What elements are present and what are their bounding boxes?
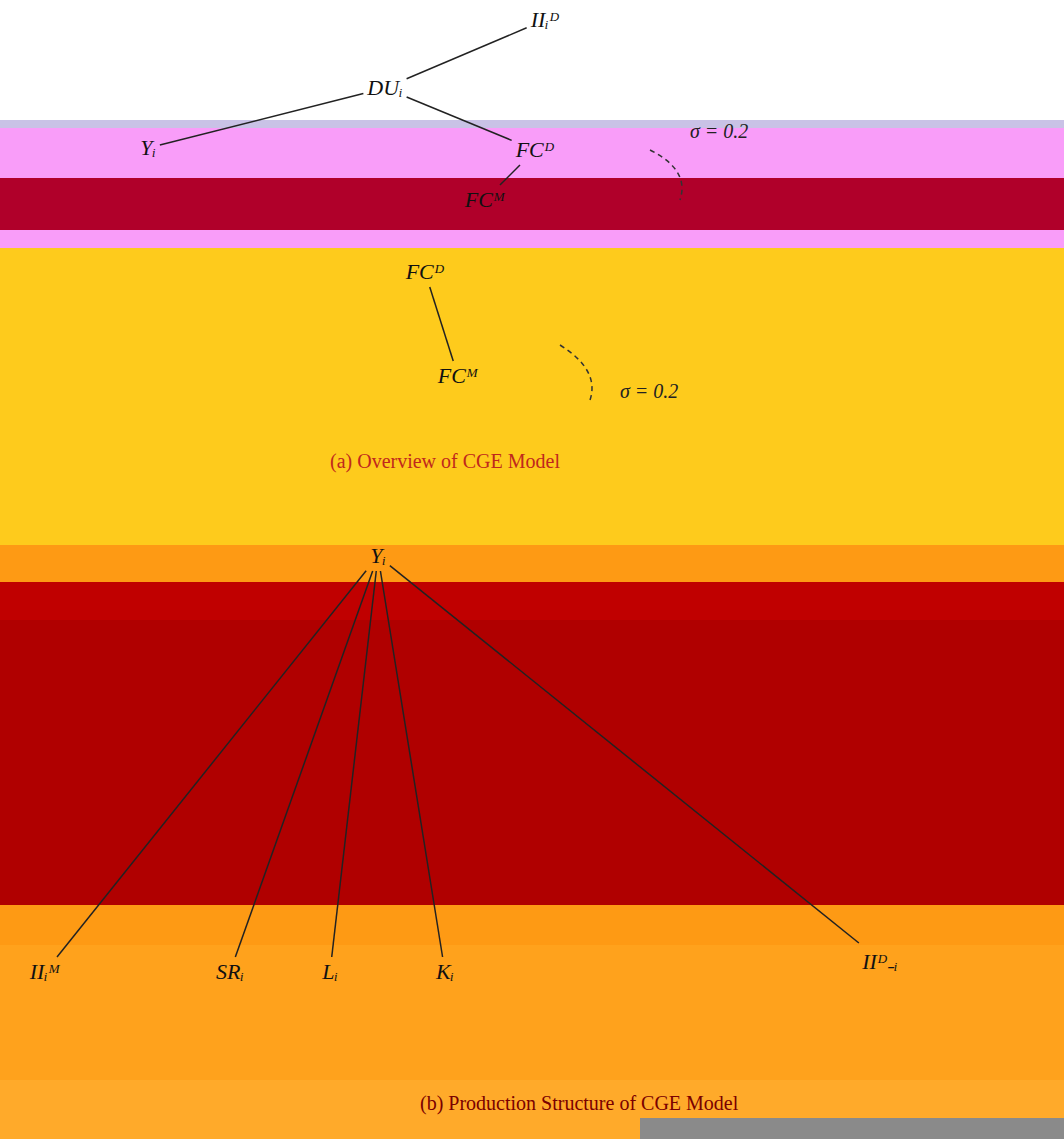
variable-node: Yᵢ [366,541,390,571]
variable-node: Yᵢ [136,133,160,163]
tree-branch [430,287,453,361]
variable-label: IIᵢᴰ [531,7,560,32]
variable-node: IIᵢᴹ [26,957,65,987]
variable-label: DUᵢ [367,75,402,100]
elasticity-label: σ = 0.2 [620,380,678,403]
tree-branch [500,165,520,185]
elasticity-label: σ = 0.2 [690,120,748,143]
variable-label: FCᴹ [465,187,506,212]
variable-label: Lᵢ [322,959,338,984]
variable-node: DUᵢ [363,73,406,103]
tree-branch [57,571,366,957]
tree-branch [160,93,364,145]
variable-node: IIᴰ₋ᵢ [858,943,902,977]
tree-branch [380,571,442,957]
tree-branch [407,28,527,79]
tree-branch [407,97,512,140]
figure-caption: (b) Production Structure of CGE Model [420,1092,738,1115]
variable-node: IIᵢᴰ [527,5,564,35]
variable-label: Kᵢ [436,959,454,984]
variable-label: Yᵢ [140,135,156,160]
variable-node: FCᴰ [402,257,449,287]
tree-branch [235,571,372,957]
variable-node: Kᵢ [432,957,458,987]
variable-label: IIᴰ₋ᵢ [862,949,898,974]
figure-caption: (a) Overview of CGE Model [330,450,560,473]
variable-label: FCᴰ [516,137,555,162]
tree-branch [390,566,859,943]
variable-label: FCᴰ [406,259,445,284]
variable-node: SRᵢ [212,957,248,987]
variable-label: IIᵢᴹ [30,959,61,984]
variable-label: Yᵢ [370,543,386,568]
variable-node: Lᵢ [318,957,342,987]
tree-branch [332,571,377,957]
variable-node: FCᴹ [461,185,510,215]
variable-label: FCᴹ [438,363,479,388]
variable-label: SRᵢ [216,959,244,984]
variable-node: FCᴹ [434,361,483,391]
variable-node: FCᴰ [512,135,559,165]
